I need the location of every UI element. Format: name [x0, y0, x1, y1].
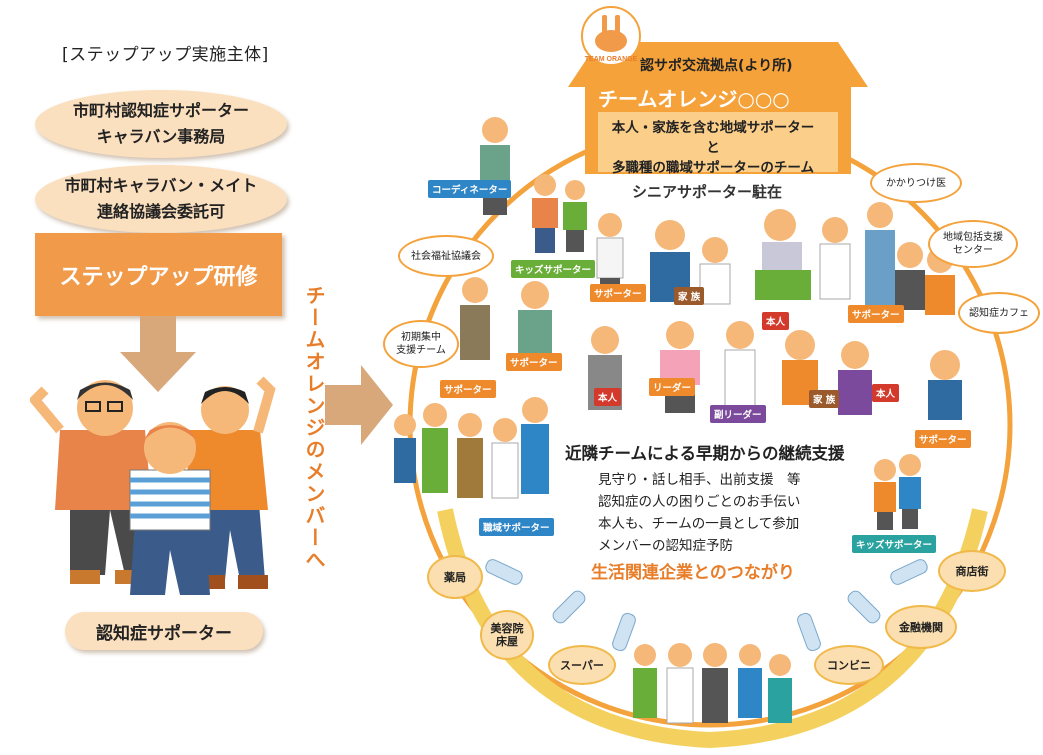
bubble-initial-line2: 支援チーム	[396, 345, 446, 356]
oval2-line1: 市町村キャラバン・メイト	[64, 176, 258, 195]
house-title: 認サポ交流拠点(より所)	[640, 58, 793, 74]
bubble-initial-line1: 初期集中	[400, 332, 441, 343]
tag-family-2: 家 族	[809, 390, 840, 408]
bubble-salon-line2: 床屋	[496, 635, 518, 648]
bubble-family-doctor: かかりつけ医	[870, 163, 962, 203]
house-team-name: チームオレンジ○○○	[598, 87, 790, 111]
bubble-center-line2: センター	[953, 245, 993, 256]
tag-supporter-4: サポーター	[506, 353, 562, 371]
tag-kids-supporter-1: キッズサポーター	[511, 260, 596, 278]
right-arrow-icon	[325, 365, 393, 445]
bubble-supermarket: スーパー	[548, 645, 616, 685]
down-arrow-icon	[120, 316, 196, 392]
tag-subleader: 副リーダー	[710, 405, 766, 423]
tag-supporter-3: サポーター	[440, 380, 496, 398]
house-desc-line2: 多職種の職域サポーターのチーム	[611, 160, 815, 176]
bubble-pharmacy: 薬局	[427, 555, 483, 599]
oval1-line1: 市町村認知症サポーター	[72, 101, 249, 120]
oval2-line2: 連絡協議会委託可	[96, 202, 225, 221]
tag-person-3: 本人	[872, 384, 900, 402]
supporters-illustration	[30, 376, 276, 595]
tag-kids-supporter-2: キッズサポーター	[852, 535, 937, 553]
bubble-salon: 美容院 床屋	[480, 610, 534, 660]
tag-workplace-supporter: 職域サポーター	[479, 518, 554, 536]
tag-person-1: 本人	[762, 312, 790, 330]
house-icon	[568, 42, 868, 174]
dementia-supporter-label: 認知症サポーター	[65, 612, 263, 650]
team-orange-logo: TEAM ORANGE	[581, 6, 641, 66]
support-item-3: 本人も、チームの一員として参加	[598, 516, 800, 532]
section-header: [ステップアップ実施主体]	[62, 45, 269, 65]
caravan-council-oval: 市町村キャラバン・メイト 連絡協議会委託可	[35, 165, 287, 233]
support-item-2: 認知症の人の困りごとのお手伝い	[598, 494, 801, 510]
house-desc-line1: 本人・家族を含む地域サポーターと	[611, 120, 815, 156]
caravan-office-oval: 市町村認知症サポーター キャラバン事務局	[35, 90, 287, 158]
bubble-salon-line1: 美容院	[490, 622, 524, 635]
oval1-line2: キャラバン事務局	[96, 127, 226, 146]
bubble-comprehensive-center: 地域包括支援 センター	[928, 220, 1018, 268]
house-description: 本人・家族を含む地域サポーターと 多職種の職域サポーターのチーム	[608, 118, 818, 178]
support-item-1: 見守り・話し相手、出前支援 等	[598, 472, 801, 488]
bubble-dementia-cafe: 認知症カフェ	[958, 292, 1040, 334]
support-item-4: メンバーの認知症予防	[598, 538, 733, 554]
bubble-shopping-street: 商店街	[938, 550, 1006, 592]
tag-supporter-1: サポーター	[590, 284, 646, 302]
support-heading: 近隣チームによる早期からの継続支援	[565, 444, 845, 463]
tag-coordinator: コーディネーター	[428, 180, 512, 198]
business-connection-text: 生活関連企業とのつながり	[591, 563, 795, 583]
logo-text: TEAM ORANGE	[585, 56, 638, 63]
senior-supporter-text: シニアサポーター駐在	[632, 183, 783, 201]
stepup-training-box: ステップアップ研修	[35, 233, 282, 316]
tag-person-2: 本人	[594, 388, 622, 406]
bubble-center-line1: 地域包括支援	[943, 232, 1003, 243]
bubble-convenience: コンビニ	[814, 645, 884, 685]
people-illustration	[394, 117, 962, 724]
tag-supporter-5: サポーター	[915, 430, 971, 448]
tag-family-1: 家 族	[674, 287, 705, 305]
bubble-bank: 金融機関	[885, 605, 957, 649]
team-orange-members-text: チームオレンジのメンバーへ	[302, 285, 326, 571]
bubble-social-welfare: 社会福祉協議会	[398, 235, 494, 277]
tag-leader: リーダー	[649, 378, 696, 396]
tag-supporter-2: サポーター	[848, 305, 904, 323]
bubble-initial-support: 初期集中 支援チーム	[383, 320, 459, 368]
